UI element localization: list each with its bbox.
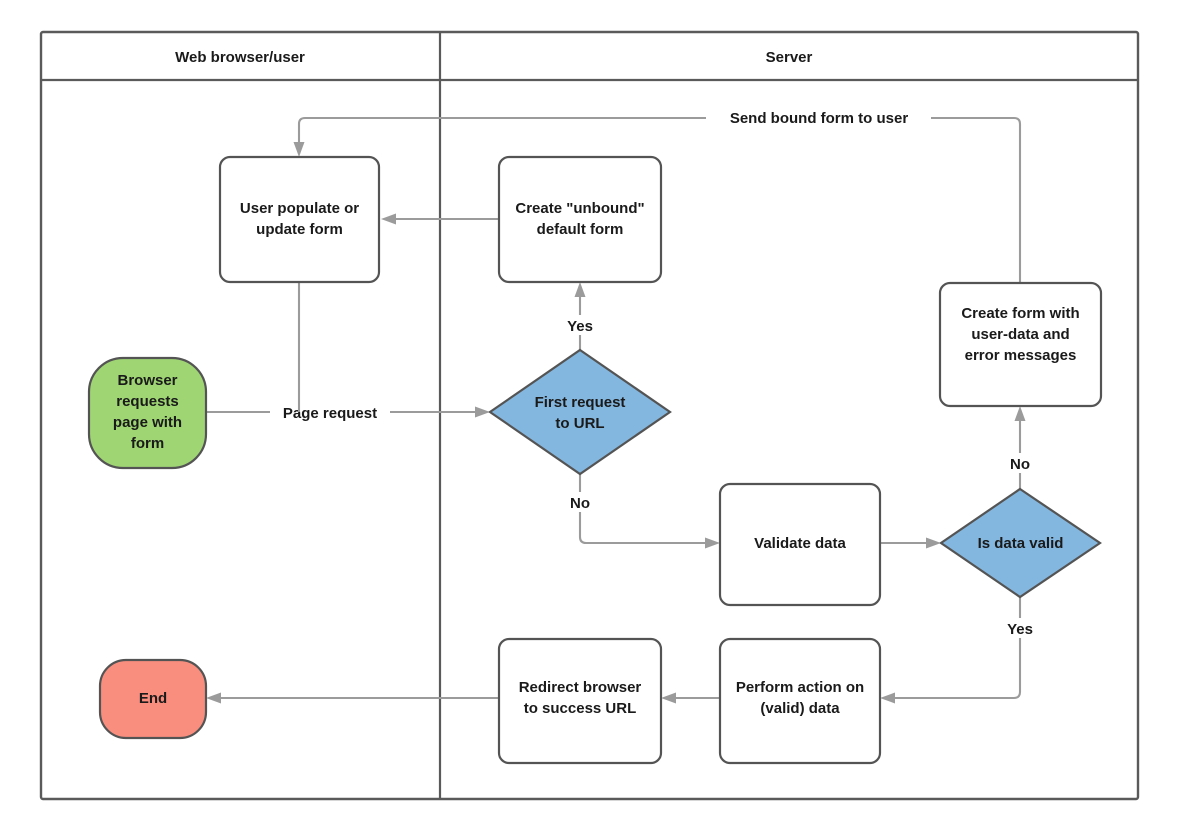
- edges-layer: Send bound form to user Page request Yes: [206, 108, 1044, 704]
- node-text-browser-requests-line-3: page with: [113, 414, 182, 431]
- arrowhead-to-end: [206, 692, 221, 704]
- node-text-first-request-to-url-line-1: First request: [535, 394, 626, 411]
- edge-perform-action-to-redirect: [661, 692, 720, 704]
- swimlane-outer-border: [39, 30, 1140, 801]
- node-shape-user-populate-or-update-form[interactable]: [218, 155, 381, 284]
- arrowhead-first-request-yes: [574, 282, 586, 297]
- node-text-browser-requests-line-2: requests: [116, 393, 179, 410]
- node-text-create-form-errors-line-2: user-data and: [971, 326, 1069, 343]
- label-backdrop-send-bound-form: [706, 108, 931, 128]
- edge-create-unbound-to-user-populate: [381, 213, 499, 225]
- node-text-user-populate-or-update-form-line-2: update form: [256, 221, 343, 238]
- edge-label-page-request: Page request: [283, 405, 377, 422]
- node-text-create-unbound-default-form-line-2: default form: [537, 221, 624, 238]
- node-shape-create-form-with-user-data-and-error-messages[interactable]: [938, 281, 1103, 408]
- lane-title-web-browser-user: Web browser/user: [175, 49, 305, 66]
- edge-is-data-valid-yes: Yes: [880, 597, 1044, 704]
- node-text-perform-action-line-1: Perform action on: [736, 679, 864, 696]
- arrowhead-to-user-populate: [381, 213, 396, 225]
- node-shape-end[interactable]: [98, 658, 208, 740]
- node-text-redirect-line-2: to success URL: [524, 700, 637, 717]
- edge-first-request-no: No: [556, 474, 720, 549]
- arrowhead-is-data-valid-yes: [880, 692, 895, 704]
- node-text-user-populate-or-update-form-line-1: User populate or: [240, 200, 359, 217]
- arrowhead-is-data-valid-no: [1014, 406, 1026, 421]
- arrowhead-first-request-no: [705, 537, 720, 549]
- node-text-first-request-to-url-line-2: to URL: [555, 415, 604, 432]
- node-text-create-form-errors-line-1: Create form with: [961, 305, 1079, 322]
- node-shape-is-data-valid[interactable]: [939, 487, 1102, 599]
- arrowhead-page-request: [475, 406, 490, 418]
- node-shape-create-unbound-default-form[interactable]: [497, 155, 663, 284]
- edge-label-is-data-valid-yes: Yes: [1007, 621, 1033, 638]
- lane-title-server: Server: [766, 49, 813, 66]
- edge-first-request-yes: Yes: [556, 282, 604, 350]
- node-shape-perform-action-on-valid-data[interactable]: [718, 637, 882, 765]
- node-browser-requests-page-with-form[interactable]: Browser requests page with form: [87, 356, 208, 470]
- node-text-redirect-line-1: Redirect browser: [519, 679, 642, 696]
- node-perform-action-on-valid-data[interactable]: Perform action on (valid) data: [718, 637, 882, 765]
- label-backdrop-is-data-valid-no: [996, 453, 1044, 473]
- edge-create-form-errors-to-user-populate: Send bound form to user: [293, 108, 1022, 283]
- node-redirect-browser-to-success-url[interactable]: Redirect browser to success URL: [497, 637, 663, 765]
- node-end[interactable]: End: [98, 658, 208, 740]
- node-shape-redirect-browser-to-success-url[interactable]: [497, 637, 663, 765]
- swimlane-frame: [39, 30, 1140, 801]
- node-text-browser-requests-line-4: form: [131, 435, 164, 452]
- edge-label-first-request-yes: Yes: [567, 318, 593, 335]
- node-shape-first-request-to-url[interactable]: [488, 348, 672, 476]
- arrowhead-to-redirect: [661, 692, 676, 704]
- arrowhead-send-bound-form: [293, 142, 305, 157]
- node-text-browser-requests-line-1: Browser: [117, 372, 177, 389]
- node-text-is-data-valid: Is data valid: [978, 535, 1064, 552]
- node-user-populate-or-update-form[interactable]: User populate or update form: [218, 155, 381, 284]
- edge-label-is-data-valid-no: No: [1010, 456, 1030, 473]
- node-create-form-with-user-data-and-error-messages[interactable]: Create form with user-data and error mes…: [938, 281, 1103, 408]
- edge-browser-requests-to-first-request: Page request: [206, 402, 490, 422]
- node-is-data-valid[interactable]: Is data valid: [939, 487, 1102, 599]
- edge-redirect-to-end: [206, 692, 499, 704]
- label-backdrop-first-request-no: [556, 492, 604, 512]
- edge-validate-to-is-data-valid: [880, 537, 941, 549]
- label-backdrop-first-request-yes: [556, 315, 604, 335]
- edge-is-data-valid-no: No: [996, 406, 1044, 489]
- node-text-perform-action-line-2: (valid) data: [760, 700, 840, 717]
- node-shape-validate-data[interactable]: [718, 482, 882, 607]
- node-text-create-form-errors-line-3: error messages: [965, 347, 1077, 364]
- edge-label-first-request-no: No: [570, 495, 590, 512]
- node-text-create-unbound-default-form-line-1: Create "unbound": [515, 200, 644, 217]
- edge-label-send-bound-form-to-user: Send bound form to user: [730, 110, 908, 127]
- node-text-end: End: [139, 690, 167, 707]
- node-validate-data[interactable]: Validate data: [718, 482, 882, 607]
- node-text-validate-data: Validate data: [754, 535, 846, 552]
- node-create-unbound-default-form[interactable]: Create "unbound" default form: [497, 155, 663, 284]
- node-shape-browser-requests-page-with-form[interactable]: [87, 356, 208, 470]
- label-backdrop-is-data-valid-yes: [996, 618, 1044, 638]
- arrowhead-to-is-data-valid: [926, 537, 941, 549]
- node-first-request-to-url[interactable]: First request to URL: [488, 348, 672, 476]
